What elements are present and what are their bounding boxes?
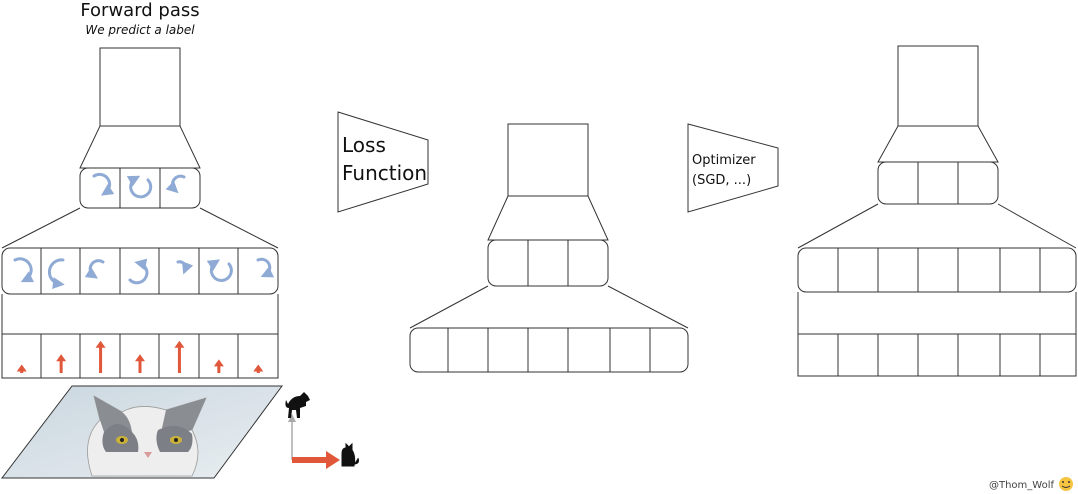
subtitle-predict-label: We predict a label (85, 23, 195, 37)
right-funnel-line (997, 203, 1077, 249)
right-wide-layer (797, 247, 1077, 293)
right-funnel-line (797, 203, 879, 249)
rotate-arrow-icon (176, 260, 194, 275)
optimizer-label-line2: (SGD, ...) (692, 173, 751, 188)
mid-funnel-line (607, 285, 689, 329)
title-forward-pass: Forward pass (80, 0, 199, 21)
optimizer-shape (687, 123, 779, 213)
rotate-arrow-icon (165, 174, 186, 194)
mid-small-layer (487, 239, 609, 287)
left-small-layer (79, 167, 201, 209)
rotate-arrow-icon (256, 257, 275, 278)
left-wide-layer (1, 247, 279, 295)
right-small-layer (877, 161, 999, 205)
rotate-arrow-icon (13, 257, 35, 283)
loss-label-line1: Loss (342, 133, 386, 157)
mid-output-block (507, 123, 589, 197)
rotate-arrow-icon (126, 175, 153, 199)
left-funnel-line (199, 207, 279, 249)
mid-funnel-line (409, 285, 489, 329)
rotate-arrow-icon (47, 258, 65, 290)
left-small-layer-frame (79, 167, 201, 209)
hugging-face-icon (1059, 477, 1073, 491)
right-network (797, 45, 1077, 377)
up-arrow-icon (16, 364, 27, 372)
axis-up-arrowhead (288, 414, 296, 422)
left-funnel-line (1, 207, 81, 249)
mid-output-funnel (487, 195, 609, 241)
dog-icon (285, 392, 310, 418)
right-small-layer-frame (877, 161, 999, 205)
rotate-arrow-icon (92, 172, 115, 196)
rotate-arrow-icon (84, 259, 105, 279)
left-output-funnel (79, 125, 201, 169)
left-output-block (99, 47, 181, 127)
mid-wide-layer-frame (409, 327, 689, 373)
up-arrow-icon (213, 359, 224, 367)
left-network (1, 47, 279, 379)
right-wide-layer-frame (797, 247, 1077, 293)
right-output-funnel (877, 125, 999, 163)
loss-function-shape (337, 111, 429, 213)
cat-photo (0, 385, 283, 479)
credit-handle: @Thom_Wolf (989, 480, 1055, 491)
cat-face (87, 395, 207, 477)
up-arrow-icon (253, 364, 264, 372)
label-axes (285, 392, 359, 469)
up-arrow-icon (95, 340, 106, 348)
mid-wide-layer (409, 327, 689, 373)
rotate-arrow-icon (206, 259, 233, 282)
left-bottom-layer (1, 333, 279, 379)
middle-network (409, 123, 689, 373)
optimizer-block: Optimizer (SGD, ...) (687, 123, 779, 213)
gradient-arrows (16, 340, 264, 373)
loss-function-block: Loss Function (337, 111, 429, 213)
right-bottom-layer (797, 333, 1077, 377)
prediction-arrowhead (326, 451, 340, 469)
rotate-arrow-icon (128, 258, 149, 285)
right-bottom-layer-frame (797, 333, 1077, 377)
left-wide-layer-frame (1, 247, 279, 295)
right-output-block (897, 45, 979, 127)
mid-small-layer-frame (487, 239, 609, 287)
up-arrow-icon (135, 354, 145, 362)
loss-label-line2: Function (342, 161, 427, 185)
optimizer-label-line1: Optimizer (692, 153, 756, 168)
cat-icon (341, 442, 359, 467)
up-arrow-icon (56, 354, 67, 362)
up-arrow-icon (174, 340, 185, 348)
